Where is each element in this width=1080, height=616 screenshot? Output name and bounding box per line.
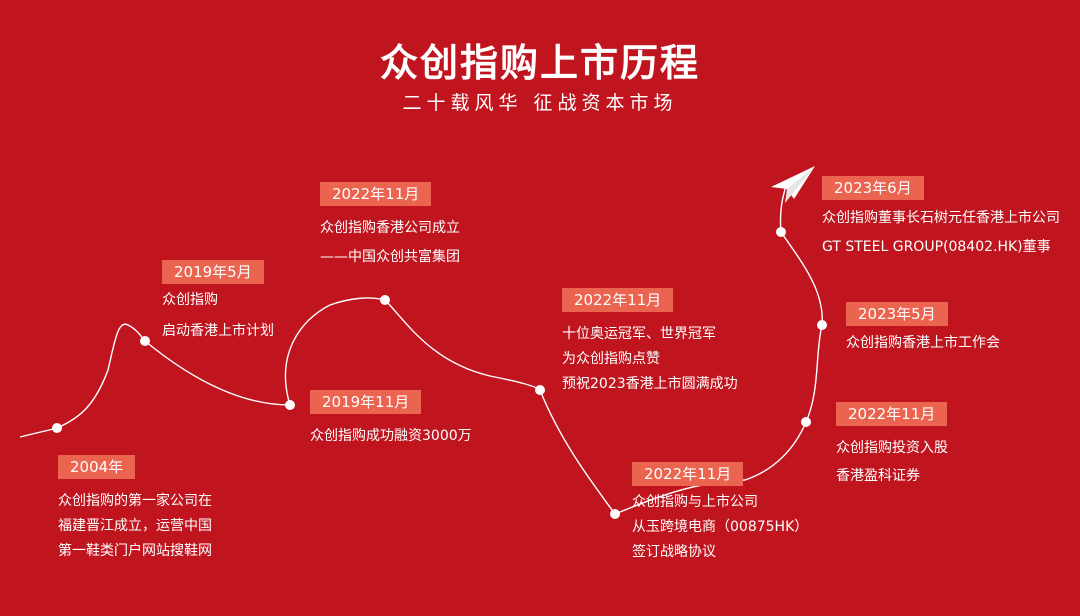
milestone-2022-11-hk-company: 2022年11月 众创指购香港公司成立 ——中国众创共富集团 — [320, 182, 460, 270]
milestone-date: 2023年6月 — [822, 176, 924, 200]
milestone-date: 2019年5月 — [162, 260, 264, 284]
milestone-2023-05: 2023年5月 众创指购香港上市工作会 — [846, 302, 1000, 356]
timeline-curve — [19, 182, 823, 515]
timeline-dot — [535, 385, 545, 395]
milestone-line: ——中国众创共富集团 — [320, 249, 460, 265]
timeline-dot — [776, 227, 786, 237]
milestone-description: 众创指购香港上市工作会 — [846, 331, 1000, 356]
milestone-2022-11-investment: 2022年11月 众创指购投资入股 香港盈科证券 — [836, 402, 948, 489]
milestone-line: 香港盈科证券 — [836, 468, 920, 484]
milestone-line: 众创指购香港公司成立 — [320, 220, 460, 236]
milestone-line: 众创指购与上市公司 — [632, 494, 758, 510]
milestone-line: 预祝2023香港上市圆满成功 — [562, 376, 738, 392]
milestone-description: 众创指购与上市公司 从玉跨境电商（00875HK） 签订战略协议 — [632, 490, 808, 565]
milestone-2019-05: 2019年5月 众创指购 启动香港上市计划 — [162, 260, 274, 344]
milestone-description: 众创指购 启动香港上市计划 — [162, 288, 274, 344]
milestone-line: 为众创指购点赞 — [562, 351, 660, 367]
milestone-2022-11-champions: 2022年11月 十位奥运冠军、世界冠军 为众创指购点赞 预祝2023香港上市圆… — [562, 288, 738, 397]
milestone-line: 福建晋江成立，运营中国 — [58, 518, 212, 534]
milestone-date: 2023年5月 — [846, 302, 948, 326]
milestone-line: 众创指购投资入股 — [836, 440, 948, 456]
timeline-dot — [140, 336, 150, 346]
milestone-description: 众创指购香港公司成立 ——中国众创共富集团 — [320, 216, 460, 270]
timeline-dots — [52, 227, 827, 519]
timeline-dot — [801, 417, 811, 427]
milestone-line: 众创指购香港上市工作会 — [846, 335, 1000, 351]
milestone-line: 众创指购董事长石树元任香港上市公司 — [822, 210, 1060, 226]
paper-plane-icon — [771, 166, 815, 203]
milestone-line: 众创指购的第一家公司在 — [58, 493, 212, 509]
milestone-date: 2004年 — [58, 455, 136, 479]
timeline-dot — [817, 320, 827, 330]
milestone-2004: 2004年 众创指购的第一家公司在 福建晋江成立，运营中国 第一鞋类门户网站搜鞋… — [58, 455, 212, 564]
timeline-dot — [52, 423, 62, 433]
milestone-line: 众创指购成功融资3000万 — [310, 428, 472, 444]
milestone-date: 2022年11月 — [836, 402, 948, 426]
milestone-line: 第一鞋类门户网站搜鞋网 — [58, 543, 212, 559]
page-subtitle: 二十载风华 征战资本市场 — [402, 92, 678, 114]
milestone-date: 2022年11月 — [562, 288, 674, 312]
milestone-line: GT STEEL GROUP(08402.HK)董事 — [822, 239, 1051, 255]
milestone-description: 众创指购成功融资3000万 — [310, 424, 472, 449]
milestone-line: 启动香港上市计划 — [162, 323, 274, 339]
page-title: 众创指购上市历程 — [379, 41, 700, 85]
milestone-description: 十位奥运冠军、世界冠军 为众创指购点赞 预祝2023香港上市圆满成功 — [562, 322, 738, 397]
milestone-2019-11: 2019年11月 众创指购成功融资3000万 — [310, 390, 472, 449]
timeline-dot — [610, 509, 620, 519]
milestone-line: 从玉跨境电商（00875HK） — [632, 519, 809, 535]
milestone-2022-11-strategic-agreement: 2022年11月 众创指购与上市公司 从玉跨境电商（00875HK） 签订战略协… — [632, 462, 808, 565]
milestone-date: 2022年11月 — [320, 182, 432, 206]
milestone-description: 众创指购董事长石树元任香港上市公司 GT STEEL GROUP(08402.H… — [822, 206, 1060, 260]
milestone-line: 签订战略协议 — [632, 544, 716, 560]
timeline-dot — [285, 400, 295, 410]
milestone-description: 众创指购的第一家公司在 福建晋江成立，运营中国 第一鞋类门户网站搜鞋网 — [58, 489, 212, 564]
milestone-line: 众创指购 — [162, 292, 218, 308]
milestone-date: 2019年11月 — [310, 390, 422, 414]
milestone-line: 十位奥运冠军、世界冠军 — [562, 326, 716, 342]
milestone-date: 2022年11月 — [632, 462, 744, 486]
timeline-dot — [380, 295, 390, 305]
milestone-description: 众创指购投资入股 香港盈科证券 — [836, 436, 948, 489]
milestone-2023-06: 2023年6月 众创指购董事长石树元任香港上市公司 GT STEEL GROUP… — [822, 176, 1060, 260]
